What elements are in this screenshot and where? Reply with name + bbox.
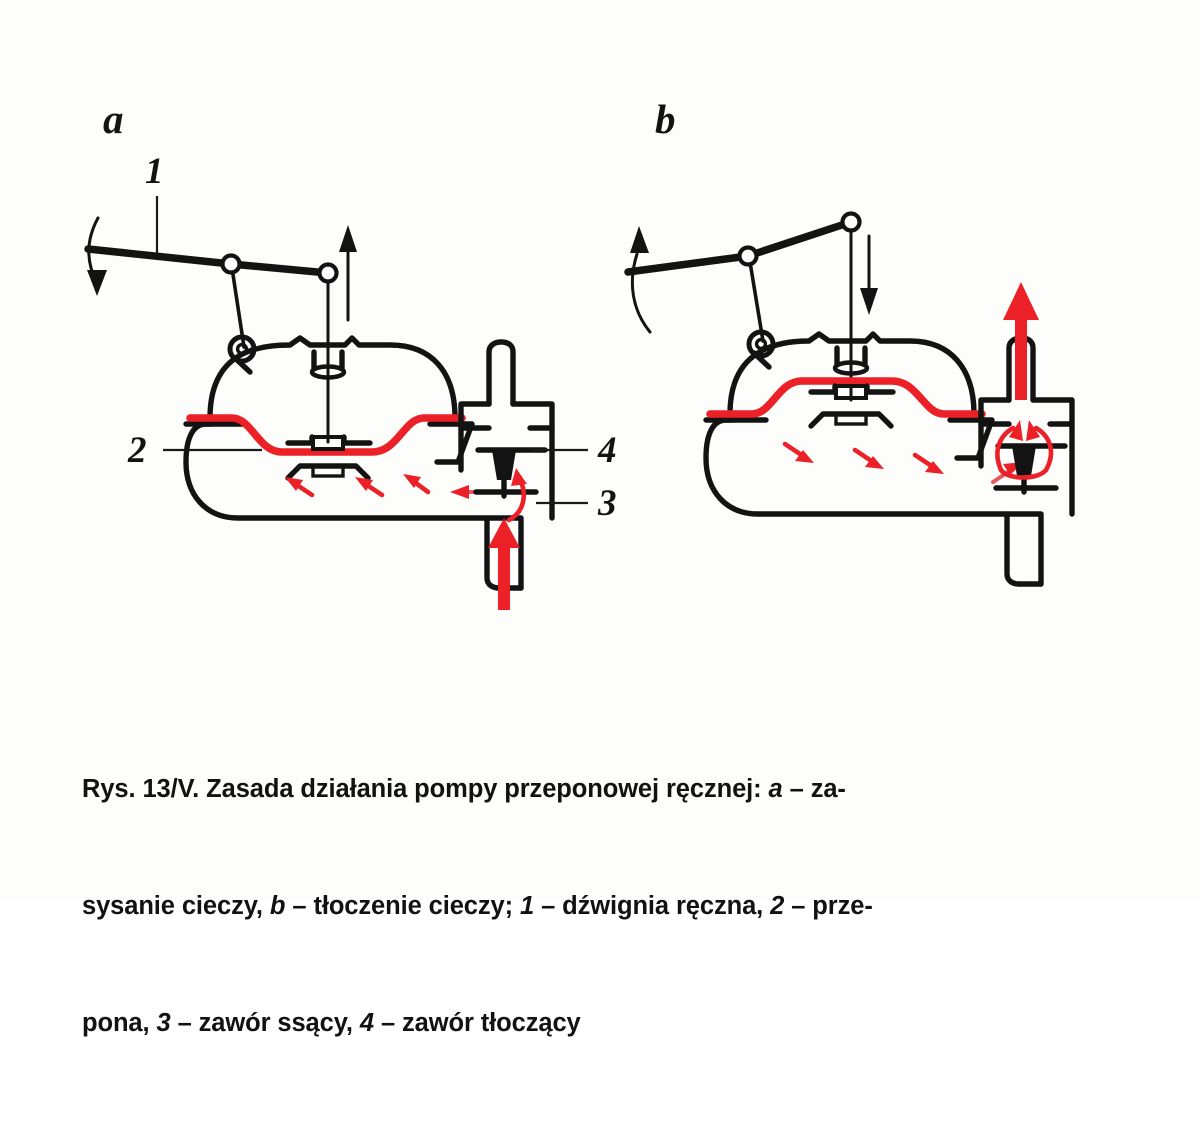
rod-gland-collar-b [832, 360, 870, 376]
pump-diagram-svg: a 1 [84, 96, 1075, 610]
diaphragm-clamp-a [311, 435, 345, 451]
lever-pin-b [737, 245, 759, 267]
valve-chest-right-shoulder-a [510, 401, 555, 431]
panel-a: a 1 [84, 96, 617, 610]
caption-line-1-text-a: Rys. 13/V. Zasada działania pompy przepo… [82, 775, 769, 803]
valve-flow-right-head-b [1026, 420, 1040, 441]
caption-line-2-ref-2: 2 [770, 892, 785, 920]
inlet-pipe-left-a [484, 515, 502, 591]
hand-lever-b-left [624, 252, 752, 276]
hand-lever-a-left [84, 245, 235, 268]
caption-line-2-panel-b: b [269, 892, 286, 920]
diaphragm-lower-clamp-b [834, 412, 868, 426]
chamber-flow-arrows-a [285, 474, 491, 499]
valve-chest-left-shoulder-b [978, 397, 1012, 427]
rod-gland-b [834, 345, 868, 367]
caption-line-3-ref-3: 3 [156, 1009, 171, 1037]
panel-a-letter: a [103, 96, 124, 142]
outlet-arrow-b [1003, 282, 1039, 400]
pivot-link-b [748, 260, 765, 343]
caption-line-2-text-d: – prze- [784, 892, 873, 920]
diaphragm-b [706, 377, 986, 418]
diaphragm-clamp-b [834, 384, 868, 400]
label-2-diaphragm: 2 [127, 430, 147, 471]
panel-b: b [624, 96, 1075, 587]
flange-lip-right-b [947, 417, 995, 461]
valve-chest-right-shoulder-b [1030, 397, 1075, 427]
lever-arc-arrowhead-b [630, 226, 649, 253]
valve-block-b [978, 282, 1075, 587]
figure-caption: Rys. 13/V. Zasada działania pompy przepo… [82, 692, 1142, 1121]
lever-arc-b [630, 252, 652, 334]
suction-flow-head-a [511, 468, 527, 486]
label-1-lever: 1 [145, 151, 164, 192]
rod-arrow-head-a [339, 225, 357, 252]
discharge-pipe-a [486, 339, 516, 407]
label-4-discharge-valve: 4 [597, 430, 617, 471]
caption-line-2: sysanie cieczy, b – tłoczenie cieczy; 1 … [82, 887, 1142, 926]
pump-dome-b [727, 331, 977, 417]
caption-line-3-text-a: pona, [82, 1009, 157, 1037]
eye-bracket-a [232, 355, 253, 375]
chamber-arrow-2-a-head [355, 477, 373, 491]
caption-line-3-ref-4: 4 [359, 1009, 374, 1037]
caption-line-2-text-a: sysanie cieczy, [82, 892, 270, 920]
chamber-arrow-3-a-head [403, 474, 421, 488]
rod-arrow-head-b [860, 288, 878, 315]
hand-lever-a-right [227, 260, 332, 277]
valve-flow-right-b [1033, 425, 1054, 473]
valve-flow-left-b [995, 425, 1016, 473]
pump-dome-a [207, 335, 458, 421]
chamber-flow-arrows-b [782, 441, 1024, 484]
valve-block-a: 4 3 [458, 339, 617, 610]
caption-line-1: Rys. 13/V. Zasada działania pompy przepo… [82, 770, 1142, 809]
outlet-pipe-left-b [1004, 511, 1022, 587]
label-3-suction-valve: 3 [597, 483, 617, 524]
rod-gland-a [311, 349, 345, 371]
caption-line-2-ref-1: 1 [519, 892, 535, 920]
caption-line-3-text-b: – zawór ssący, [170, 1009, 360, 1037]
panel-b-letter: b [655, 96, 676, 142]
pivot-link-a [230, 266, 246, 349]
caption-line-1-panel-a: a [768, 775, 783, 803]
caption-line-3: pona, 3 – zawór ssący, 4 – zawór tłocząc… [82, 1004, 1142, 1043]
caption-line-2-text-c: – dźwignia ręczna, [534, 892, 771, 920]
hand-lever-b-right [744, 218, 855, 260]
caption-line-3-text-c: – zawór tłoczący [373, 1009, 581, 1037]
caption-line-2-text-b: – tłoczenie cieczy; [285, 892, 520, 920]
pump-lower-body-a [183, 421, 523, 521]
chamber-arrow-3-b-head [925, 461, 944, 474]
pump-lower-body-b [703, 417, 1043, 517]
flange-lip-right-a [427, 421, 475, 465]
diaphragm-a [186, 414, 466, 456]
valve-chest-left-shoulder-a [458, 401, 492, 431]
lever-arc-arrowhead-a [87, 270, 107, 296]
figure-root: a 1 [82, 96, 1075, 1037]
rod-pin-a [317, 262, 339, 284]
chamber-arrow-1-b-head [795, 450, 814, 463]
valve-flow-left-head-b [1009, 420, 1023, 441]
valve-flow-bottom-b [998, 467, 1049, 480]
chamber-arrow-4-a-head [450, 485, 469, 499]
inlet-arrow-a [488, 518, 520, 610]
caption-line-1-text-b: – za- [782, 775, 846, 803]
chamber-arrow-1-a-head [285, 477, 303, 491]
chamber-arrow-2-b-head [865, 456, 884, 469]
lever-pin-a [220, 253, 242, 275]
rod-pin-b [840, 211, 862, 233]
diaphragm-lower-clamp-a [311, 464, 345, 478]
rod-gland-collar-a [309, 364, 347, 380]
